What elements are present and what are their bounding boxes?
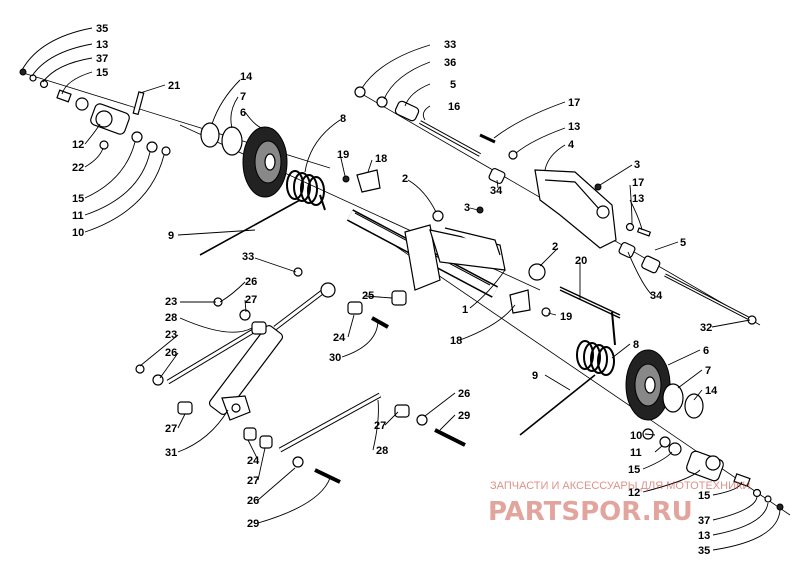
callout-14-top: 14 (240, 71, 253, 83)
callout-30: 30 (329, 352, 341, 364)
callout-26-mid: 26 (458, 388, 470, 400)
callout-34-right: 34 (650, 290, 663, 302)
callout-17-top: 17 (568, 97, 580, 109)
callout-28-left: 28 (165, 312, 177, 324)
callout-22: 22 (72, 162, 84, 174)
callout-15-low: 15 (628, 464, 640, 476)
callout-25: 25 (362, 290, 374, 302)
right-pivot-parts (391, 263, 621, 319)
callout-18-top: 18 (375, 153, 387, 165)
callout-13-right: 13 (632, 193, 644, 205)
callout-12-low: 12 (628, 487, 640, 499)
callout-16: 16 (448, 101, 460, 113)
lower-links (135, 297, 466, 484)
callout-32: 32 (700, 322, 712, 334)
right-idler-wheel (625, 349, 704, 421)
callout-8-low: 8 (633, 339, 639, 351)
callout-2-top: 2 (402, 173, 408, 185)
callout-11-top: 11 (72, 210, 84, 222)
callout-24-mid: 24 (333, 332, 346, 344)
callout-34-top: 34 (490, 185, 503, 197)
upper-shaft-assembly (354, 86, 518, 185)
callout-21: 21 (168, 80, 180, 92)
callout-14-low: 14 (705, 385, 718, 397)
callout-3-mid: 3 (464, 202, 470, 214)
callout-37-bottom: 37 (698, 515, 710, 527)
callout-17-right: 17 (632, 177, 644, 189)
watermark-caption: ЗАПЧАСТИ И АКСЕССУАРЫ ДЛЯ МОТОТЕХНИКИ (490, 480, 750, 492)
watermark-logo: PARTSPOR.RU (488, 497, 693, 527)
callout-6-top: 6 (240, 107, 246, 119)
callout-26-left: 26 (245, 276, 257, 288)
shock-absorber (208, 267, 336, 421)
callout-15-bottom: 15 (698, 490, 710, 502)
callout-35-top: 35 (96, 23, 108, 35)
callout-10-top: 10 (72, 227, 84, 239)
callout-8-top: 8 (340, 113, 346, 125)
callout-26-bottom: 26 (247, 495, 259, 507)
callout-2-mid: 2 (552, 241, 558, 253)
callout-3-right: 3 (634, 159, 640, 171)
callout-7-top: 7 (240, 91, 246, 103)
callout-7-low: 7 (705, 365, 711, 377)
callout-15-top: 15 (96, 67, 108, 79)
callout-27-low: 27 (165, 423, 177, 435)
callout-27-mid: 27 (374, 420, 386, 432)
callout-33-mid: 33 (242, 251, 254, 263)
callout-31: 31 (165, 447, 177, 459)
watermark: ЗАПЧАСТИ И АКСЕССУАРЫ ДЛЯ МОТОТЕХНИКИ PA… (488, 480, 750, 527)
callout-13-bottom: 13 (698, 530, 710, 542)
left-torsion-spring (199, 170, 326, 256)
callout-33-top: 33 (444, 39, 456, 51)
main-cross-shaft (342, 169, 506, 298)
callout-11-low: 11 (630, 447, 642, 459)
callout-4: 4 (568, 139, 575, 151)
callout-29-mid: 29 (458, 410, 470, 422)
callout-10-low: 10 (630, 430, 642, 442)
callout-5-right: 5 (680, 237, 686, 249)
callout-23-left: 23 (165, 296, 177, 308)
callout-15-mid: 15 (72, 193, 84, 205)
callout-19-mid: 19 (560, 311, 572, 323)
leader-lines (21, 27, 781, 551)
callout-20: 20 (575, 255, 587, 267)
callout-36: 36 (444, 57, 456, 69)
callout-1: 1 (462, 304, 468, 316)
callout-24-low: 24 (247, 455, 260, 467)
callout-27-left: 27 (245, 294, 257, 306)
right-torsion-spring (519, 311, 616, 436)
callout-6-low: 6 (703, 345, 709, 357)
right-idler-bracket (642, 428, 784, 511)
callout-37-top: 37 (96, 53, 108, 65)
callout-12-top: 12 (72, 139, 84, 151)
callout-23-low: 23 (165, 329, 177, 341)
callout-13-top: 13 (96, 39, 108, 51)
upper-arm-bracket (534, 169, 757, 325)
callout-27-bottom: 27 (247, 475, 259, 487)
callout-18-mid: 18 (450, 335, 462, 347)
callout-9-low: 9 (532, 370, 538, 382)
left-idler-wheel (200, 122, 288, 198)
callout-9-top: 9 (168, 230, 174, 242)
callout-26-low: 26 (165, 347, 177, 359)
callout-19-top: 19 (337, 149, 349, 161)
callout-28-mid: 28 (376, 445, 388, 457)
callout-13-mid: 13 (568, 121, 580, 133)
left-idler-bracket (19, 68, 171, 156)
callout-35-bottom: 35 (698, 545, 710, 557)
callout-29-bottom: 29 (247, 518, 259, 530)
callout-labels: 35 13 37 15 21 14 7 6 12 22 15 11 10 8 9… (72, 23, 718, 557)
callout-5-top: 5 (450, 79, 456, 91)
